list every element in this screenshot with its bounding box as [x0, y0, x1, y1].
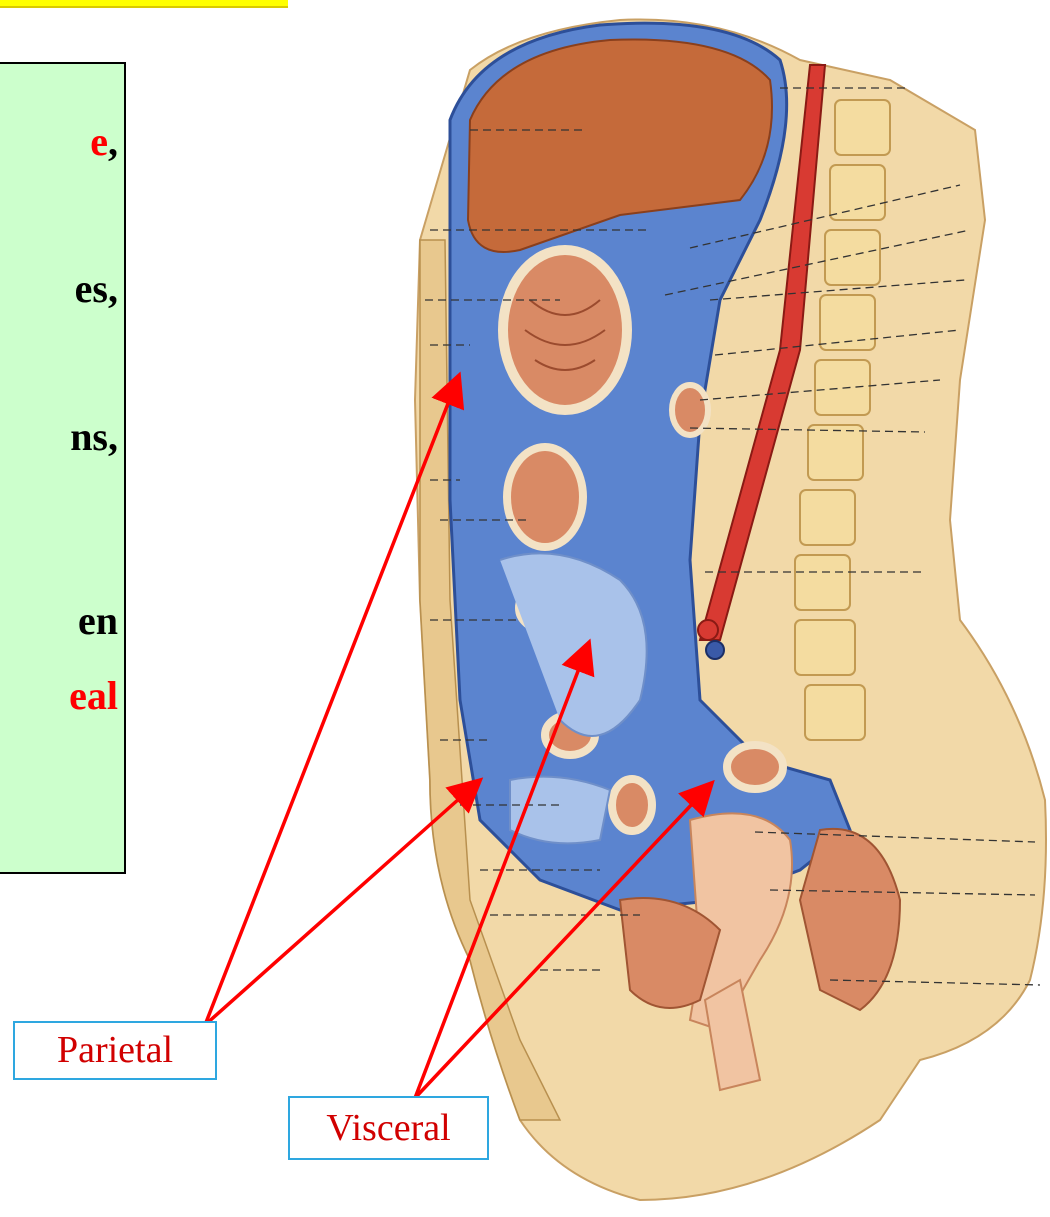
parietal-label: Parietal — [13, 1021, 217, 1080]
stomach — [503, 250, 627, 410]
visceral-label: Visceral — [288, 1096, 489, 1160]
arrow-parietal-2 — [205, 782, 478, 1025]
arrow-parietal-1 — [205, 378, 458, 1025]
